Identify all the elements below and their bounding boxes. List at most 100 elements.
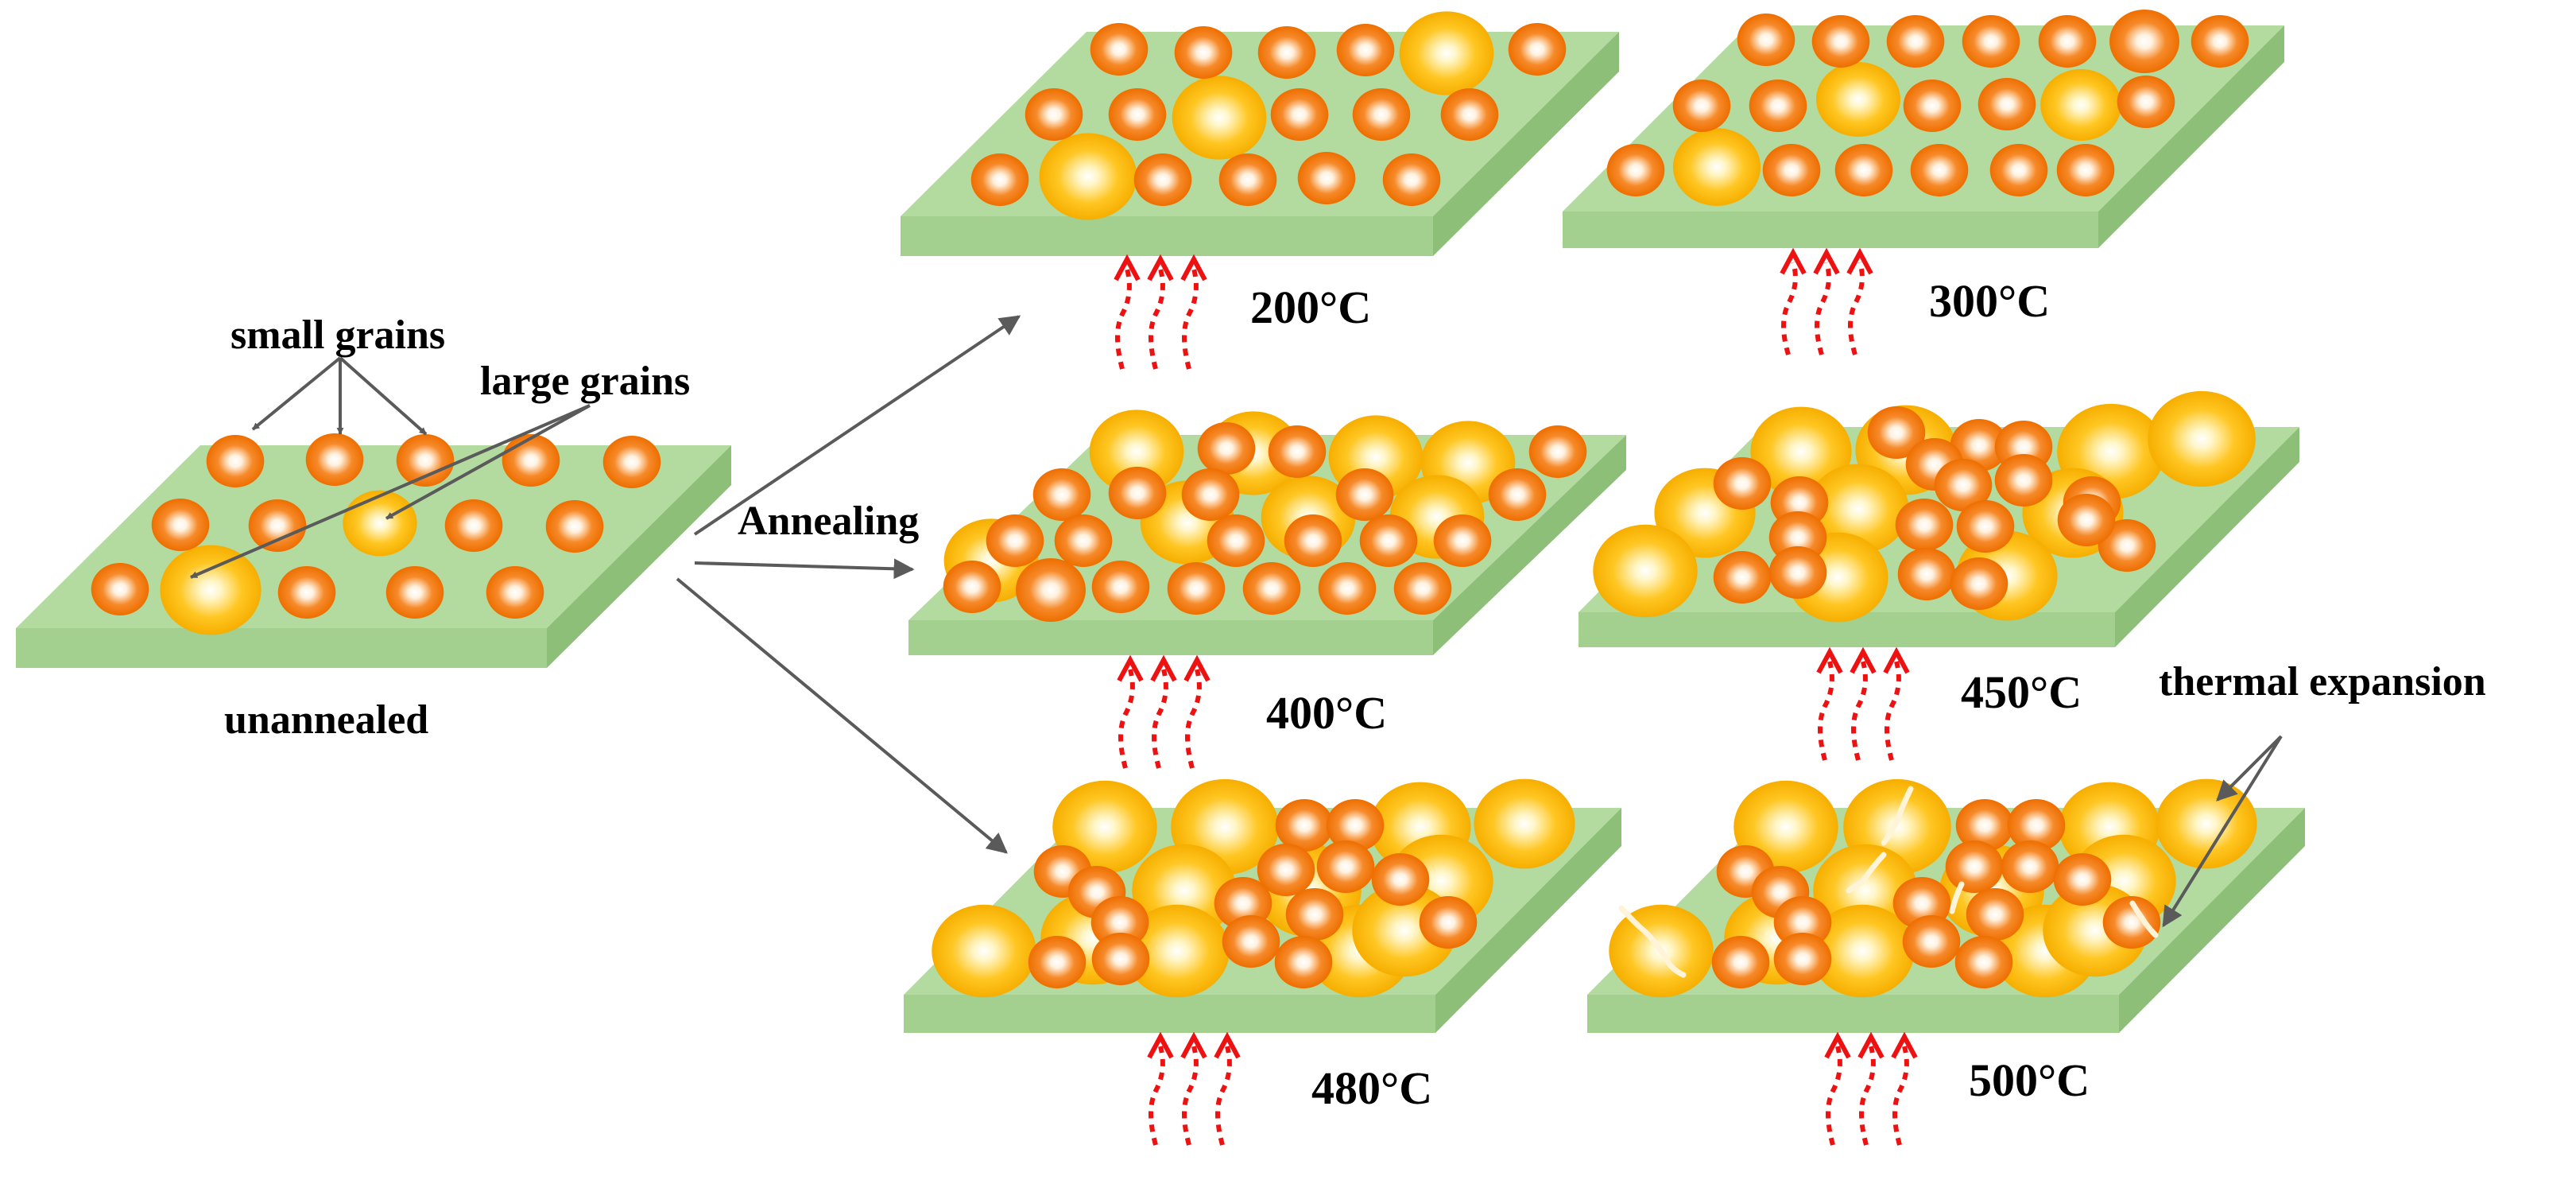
small-grain: [1054, 514, 1113, 567]
heat-arrow-head: [1891, 1031, 1918, 1059]
temperature-450-label: 450°C: [1961, 666, 2082, 718]
small-grain: [1713, 551, 1772, 604]
small-grain: [602, 436, 661, 488]
small-grain: [1994, 454, 2053, 507]
small-grain: [277, 566, 336, 619]
small-grain: [1222, 915, 1280, 968]
small-grain: [206, 435, 265, 487]
large-grain: [1750, 406, 1852, 497]
small-grain: [1268, 425, 1327, 478]
small-grain: [1336, 24, 1395, 76]
temperature-480-label: 480°C: [1311, 1062, 1432, 1114]
heat-arrow: [1115, 268, 1132, 370]
small-grain: [2007, 799, 2066, 852]
large-grain: [1474, 778, 1575, 869]
small-grain: [1091, 933, 1150, 985]
heat-arrow-head: [1883, 646, 1910, 674]
heat-arrow: [1182, 1046, 1199, 1146]
large-grain: [1672, 128, 1761, 206]
temperature-500-label: 500°C: [1969, 1054, 2090, 1106]
small-grain: [1108, 88, 1167, 141]
small-grain: [545, 500, 604, 553]
small-grain: [305, 433, 364, 486]
large-grain: [1125, 904, 1230, 998]
small-grain: [1934, 459, 1993, 511]
small-grain: [1895, 499, 1954, 551]
small-grain: [1275, 799, 1334, 852]
small-grain: [1955, 799, 2014, 852]
annealing-arrow-480: [676, 577, 1008, 854]
heat-arrow: [1182, 268, 1199, 370]
heat-arrow: [1781, 262, 1798, 355]
heat-arrow-head: [1180, 254, 1207, 281]
thermal-crack: [1846, 852, 1887, 894]
heat-arrow: [1859, 1046, 1876, 1146]
heat-arrows-400: [1117, 654, 1211, 769]
small-grain: [1197, 422, 1256, 475]
small-grain: [1749, 80, 1807, 132]
small-grain: [1090, 23, 1149, 76]
small-grain: [2109, 10, 2179, 73]
substrate-480: [904, 778, 1621, 1033]
small-grain: [1488, 468, 1547, 521]
heat-arrow: [1848, 262, 1865, 355]
small-grain: [1950, 557, 2009, 610]
small-grain: [1945, 840, 2004, 893]
large-grain: [1816, 62, 1900, 137]
heat-arrows-200: [1114, 254, 1207, 370]
temperature-200-label: 200°C: [1250, 281, 1371, 333]
small-grain: [1091, 561, 1150, 613]
heat-arrow: [1851, 661, 1868, 761]
small-grain: [2053, 853, 2112, 906]
heat-arrows-500: [1824, 1031, 1918, 1146]
small-grain: [1167, 562, 1226, 615]
small-grain: [1768, 546, 1827, 599]
substrate-300: [1563, 10, 2284, 248]
small-grain: [1508, 23, 1567, 76]
small-grain: [1090, 896, 1149, 949]
heat-arrow: [1185, 669, 1202, 769]
heat-arrow-head: [1857, 1031, 1885, 1059]
small-grain: [1285, 888, 1344, 941]
small-grain: [1897, 548, 1956, 600]
small-grain: [1956, 500, 2015, 553]
small-grain: [91, 563, 149, 615]
small-grain: [1016, 558, 1086, 622]
small-grain: [502, 434, 560, 487]
small-grain: [1242, 562, 1301, 615]
small-grain: [1962, 15, 2020, 68]
small-grain: [1433, 514, 1492, 567]
small-grain: [1528, 425, 1587, 478]
heat-arrow: [1885, 661, 1901, 761]
heat-arrow: [1152, 669, 1168, 769]
small-grain: [1737, 14, 1795, 66]
heat-arrow: [1818, 661, 1834, 761]
substrate-200: [901, 11, 1619, 256]
large-grains-pointer: [190, 404, 591, 579]
unannealed-label: unannealed: [224, 697, 428, 743]
heat-arrow: [1892, 1046, 1909, 1146]
small-grain: [1352, 88, 1411, 141]
small-grain: [1270, 88, 1329, 141]
heat-arrow: [1149, 268, 1165, 370]
heat-arrow-head: [1824, 1031, 1851, 1059]
small-grain: [1966, 888, 2024, 941]
heat-arrow: [1149, 1046, 1165, 1146]
large-grain: [2040, 68, 2121, 142]
small-grain: [1108, 467, 1167, 519]
small-grain: [1950, 419, 2009, 472]
small-grain: [1902, 915, 1961, 968]
thermal-crack: [1949, 881, 1965, 914]
small-grain: [1713, 457, 1772, 510]
small-grain: [2038, 15, 2097, 68]
small-grain: [1274, 936, 1333, 988]
small-grain: [1028, 936, 1087, 988]
small-grain: [1257, 844, 1315, 896]
small-grain: [1133, 153, 1192, 206]
annealing-label: Annealing: [738, 499, 919, 544]
temperature-300-label: 300°C: [1929, 275, 2050, 327]
heat-arrow-head: [1147, 254, 1174, 281]
small-grain: [1393, 562, 1452, 615]
heat-arrow-head: [1117, 654, 1144, 682]
